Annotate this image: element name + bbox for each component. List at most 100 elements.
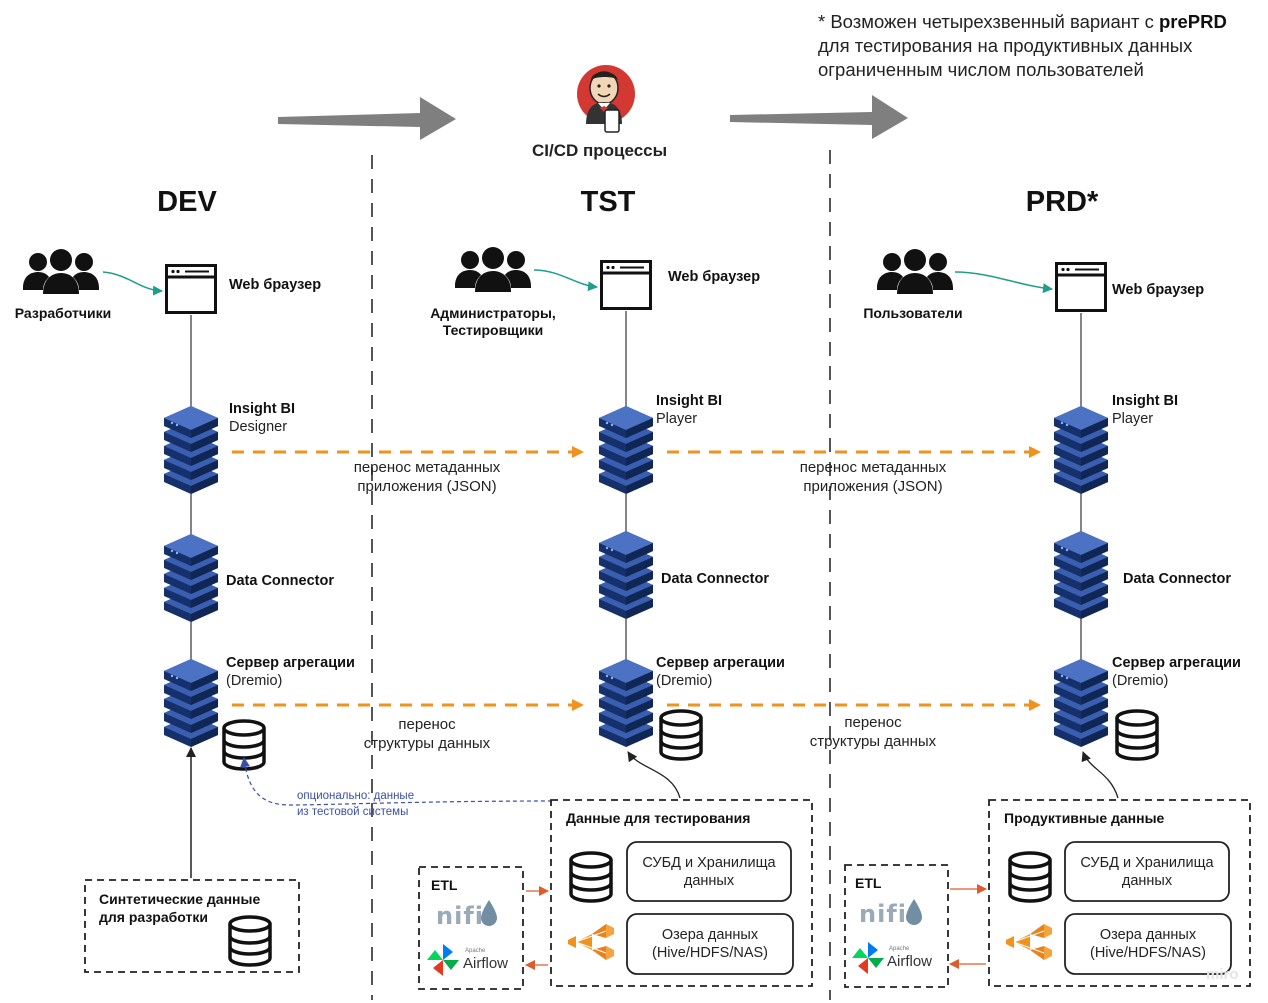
- note-line2: для тестирования на продуктивных данных: [818, 35, 1193, 56]
- optional-line2: из тестовой системы: [297, 806, 409, 818]
- server-bi-player-tst: [599, 406, 653, 494]
- metadata-2-line2: приложения (JSON): [803, 478, 943, 495]
- synthetic-data-label: Синтетические данные для разработки: [99, 890, 260, 926]
- env-title-dev: DEV: [157, 186, 217, 218]
- dbms-prd-line1: СУБД и Хранилища: [1080, 855, 1214, 871]
- data-lake-icon-prd: [1005, 923, 1053, 961]
- production-data-title: Продуктивные данные: [1004, 810, 1165, 826]
- metadata-1-line2: приложения (JSON): [357, 478, 497, 495]
- structure-transfer-label-1: перенос структуры данных: [332, 715, 522, 753]
- lake-box-prd: [1064, 913, 1232, 975]
- agg-label-tst: Сервер агрегации (Dremio): [656, 654, 785, 690]
- lake-label-prd: Озера данных (Hive/HDFS/NAS): [1065, 926, 1231, 962]
- dbms-box-prd: [1064, 841, 1230, 902]
- role-admins-testers: Администраторы, Тестировщики: [420, 305, 566, 339]
- note-line1-text: * Возможен четырехзвенный вариант с: [818, 11, 1159, 32]
- production-data-box: [988, 799, 1251, 987]
- dbms-tst-line2: данных: [683, 873, 735, 889]
- server-bi-designer-dev: [164, 406, 218, 494]
- note-preprd: prePRD: [1159, 11, 1227, 32]
- nifi-logo-tst: nifi: [436, 902, 484, 930]
- synthetic-line2: для разработки: [99, 909, 208, 925]
- apache-label-tst: Apache: [465, 948, 486, 954]
- users-icon-prd: [877, 249, 953, 294]
- structure-2-line1: перенос: [844, 714, 902, 731]
- synthetic-line1: Синтетические данные: [99, 891, 261, 907]
- lake-tst-line1: Озера данных: [661, 927, 759, 943]
- etl-box-tst: [418, 866, 524, 990]
- airflow-label-prd: Airflow: [887, 953, 933, 970]
- bi-sub-dev: Designer: [229, 419, 288, 435]
- browser-icon-tst: [600, 260, 652, 310]
- etl-label-prd: ETL: [855, 875, 882, 891]
- structure-2-line2: структуры данных: [809, 733, 937, 750]
- bi-sub-tst: Player: [656, 411, 698, 427]
- lake-prd-line2: (Hive/HDFS/NAS): [1089, 945, 1206, 961]
- nifi-logo-prd: nifi: [859, 900, 907, 928]
- browser-label-tst: Web браузер: [668, 269, 761, 285]
- etl-label-tst: ETL: [431, 877, 458, 893]
- users-icon-tst: [455, 247, 531, 292]
- bi-title-tst: Insight BI: [656, 393, 723, 409]
- note-line3: ограниченным числом пользователей: [818, 59, 1144, 80]
- lake-tst-line2: (Hive/HDFS/NAS): [651, 945, 768, 961]
- lake-prd-line1: Озера данных: [1099, 927, 1197, 943]
- connector-label-dev: Data Connector: [226, 573, 334, 589]
- airflow-label-tst: Airflow: [463, 955, 509, 972]
- jenkins-butler-icon: [577, 65, 635, 133]
- test-data-box: [550, 799, 813, 987]
- agg-title-tst: Сервер агрегации: [656, 655, 785, 671]
- server-aggregation-prd: [1054, 659, 1108, 747]
- test-data-title: Данные для тестирования: [566, 810, 751, 826]
- dbms-label-tst: СУБД и Хранилища данных: [627, 854, 791, 890]
- agg-sub-prd: (Dremio): [1112, 673, 1169, 689]
- database-icon-prd: [1115, 709, 1159, 761]
- dbms-label-prd: СУБД и Хранилища данных: [1065, 854, 1229, 890]
- bi-title-dev: Insight BI: [229, 401, 296, 417]
- database-icon-test-data: [569, 851, 613, 903]
- data-lake-icon-tst: [567, 923, 615, 961]
- server-aggregation-dev: [164, 659, 218, 747]
- database-icon-production-data: [1008, 851, 1052, 903]
- structure-1-line1: перенос: [398, 716, 456, 733]
- process-arrow-dev-tst: [278, 97, 456, 140]
- server-aggregation-tst: [599, 659, 653, 747]
- airflow-icon-prd: [852, 942, 884, 974]
- dbms-tst-line1: СУБД и Хранилища: [642, 855, 776, 871]
- connector-label-prd: Data Connector: [1123, 571, 1231, 587]
- lake-box-tst: [626, 913, 794, 975]
- server-bi-player-prd: [1054, 406, 1108, 494]
- browser-icon-dev: [165, 264, 217, 314]
- four-tier-note: * Возможен четырехзвенный вариант с preP…: [818, 10, 1266, 82]
- connector-label-tst: Data Connector: [661, 571, 769, 587]
- structure-transfer-label-2: перенос структуры данных: [778, 713, 968, 751]
- metadata-transfer-label-1: перенос метаданных приложения (JSON): [332, 458, 522, 496]
- metadata-transfer-label-2: перенос метаданных приложения (JSON): [778, 458, 968, 496]
- nifi-drop-icon-tst: [481, 900, 497, 926]
- server-data-connector-tst: [599, 531, 653, 619]
- bi-label-tst: Insight BI Player: [656, 392, 722, 428]
- optional-line1: опционально: данные: [297, 790, 415, 802]
- metadata-1-line1: перенос метаданных: [353, 459, 501, 476]
- role-tst-line1: Администраторы,: [430, 305, 556, 321]
- env-title-tst: TST: [580, 186, 636, 218]
- browser-label-dev: Web браузер: [229, 277, 322, 293]
- agg-title-dev: Сервер агрегации: [226, 655, 355, 671]
- role-users: Пользователи: [863, 305, 963, 321]
- browser-icon-prd: [1055, 262, 1107, 312]
- bi-label-dev: Insight BI Designer: [229, 400, 295, 436]
- synthetic-data-box: [84, 879, 300, 973]
- agg-label-prd: Сервер агрегации (Dremio): [1112, 654, 1241, 690]
- metadata-2-line1: перенос метаданных: [799, 459, 947, 476]
- agg-title-prd: Сервер агрегации: [1112, 655, 1241, 671]
- database-icon-tst: [659, 709, 703, 761]
- server-data-connector-dev: [164, 534, 218, 622]
- cicd-label: CI/CD процессы: [532, 141, 668, 160]
- dbms-box-tst: [626, 841, 792, 902]
- bi-sub-prd: Player: [1112, 411, 1154, 427]
- bi-label-prd: Insight BI Player: [1112, 392, 1178, 428]
- role-tst-line2: Тестировщики: [442, 322, 544, 338]
- dbms-prd-line2: данных: [1121, 873, 1173, 889]
- airflow-icon-tst: [427, 944, 459, 976]
